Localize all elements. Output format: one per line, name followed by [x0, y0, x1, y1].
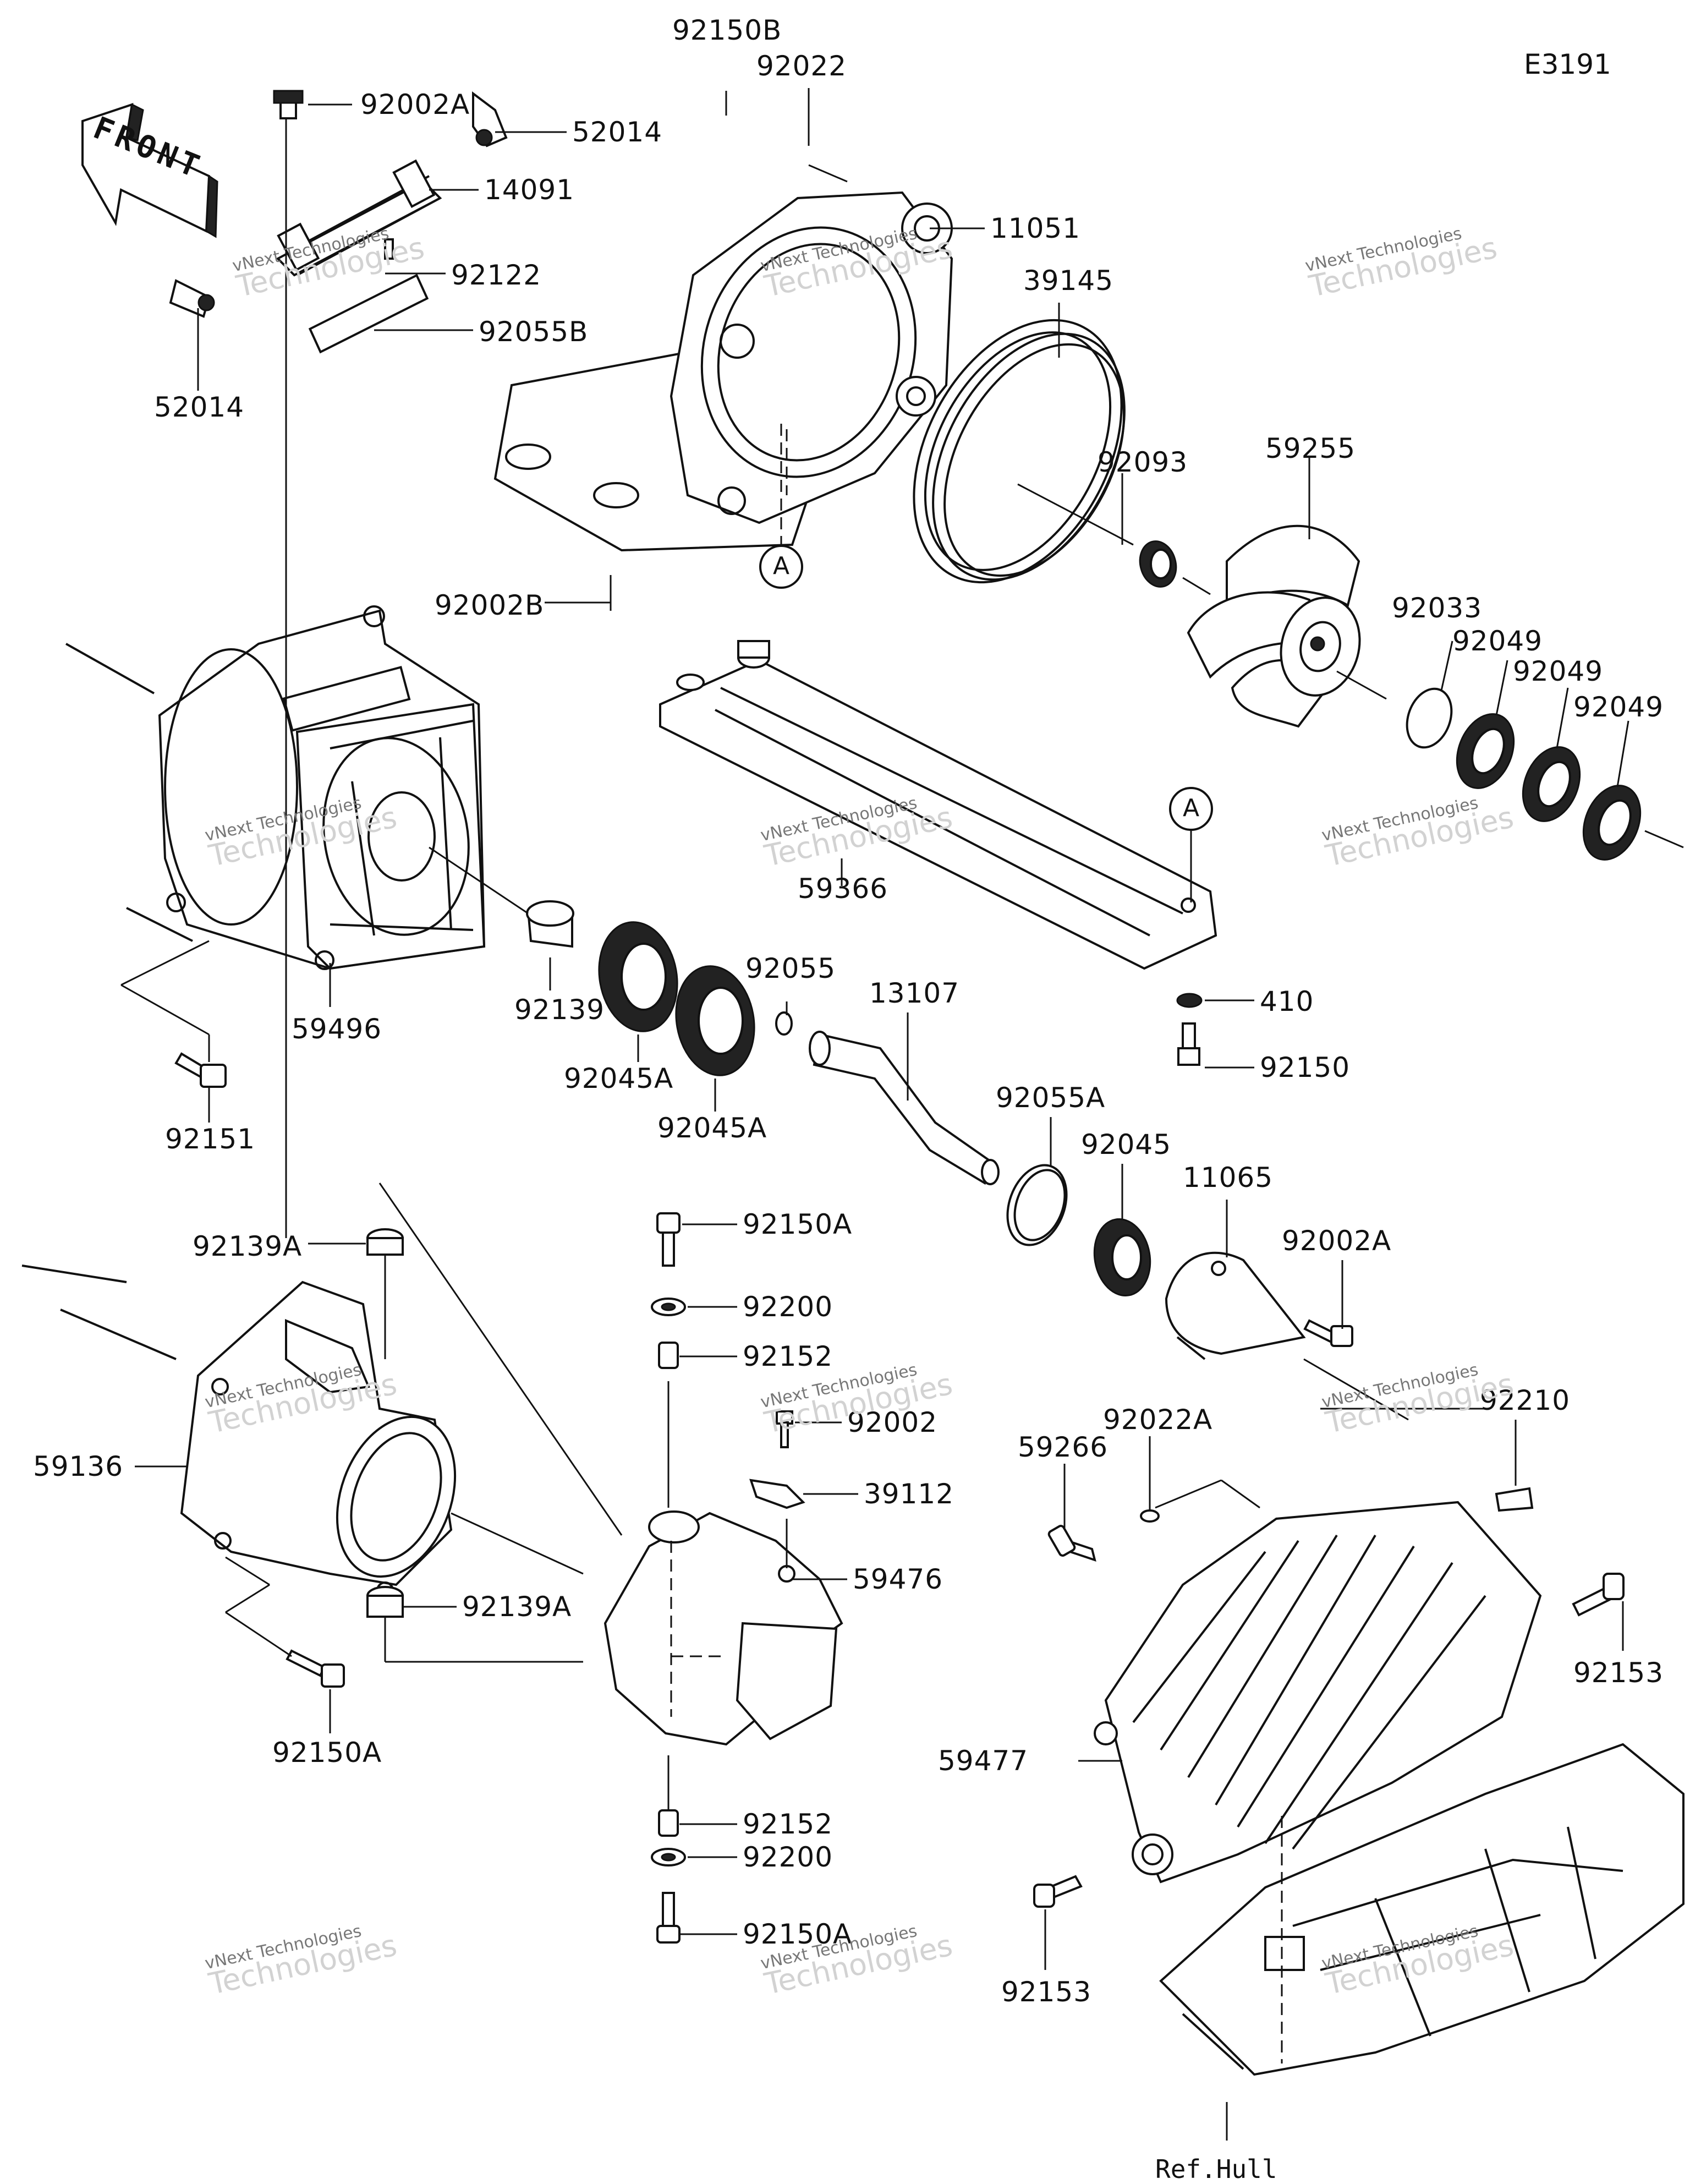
part-label: 92139A: [193, 1230, 303, 1262]
seal-92093: [1139, 540, 1177, 588]
part-label: 92210: [1480, 1384, 1571, 1416]
part-label: 13107: [869, 977, 960, 1009]
part-label: 92093: [1098, 446, 1188, 478]
bearings-92045A: [598, 921, 755, 1076]
part-label: 92150A: [743, 1918, 853, 1950]
bolt-92150A-left: [286, 1649, 345, 1688]
part-label: 39112: [864, 1478, 954, 1510]
part-label: 92200: [743, 1291, 833, 1323]
part-label: 92153: [1573, 1657, 1664, 1689]
circlip-92033: [1406, 687, 1453, 749]
part-label: 92152: [743, 1340, 833, 1372]
part-label: 92002B: [435, 589, 545, 621]
bucket-fasteners: [1033, 1487, 1625, 1908]
part-label: 14091: [484, 174, 575, 206]
callout-marker-a-top: A: [773, 552, 791, 580]
leader-lines: [120, 88, 1684, 2141]
impeller-59255: [1187, 524, 1361, 728]
part-label: 92049: [1573, 691, 1664, 723]
part-label: 39145: [1023, 265, 1114, 297]
front-arrow: [81, 103, 218, 238]
part-label: 92045: [1081, 1129, 1172, 1161]
o-ring-92055A: [1006, 1164, 1068, 1246]
part-label: 92022: [756, 50, 847, 82]
bypass-tube-assembly: [169, 90, 508, 354]
part-label: 11065: [1183, 1162, 1274, 1194]
cone-11065: [1165, 1251, 1306, 1360]
part-label: 92002A: [1282, 1225, 1392, 1257]
part-label: 11051: [990, 212, 1081, 244]
pump-case-11051: [493, 191, 953, 552]
nozzle-59136: [21, 1265, 457, 1599]
steering-nozzle-59476: [603, 1510, 843, 1746]
part-label: 59496: [292, 1013, 382, 1045]
part-label: 92049: [1452, 625, 1543, 657]
center-fasteners: [651, 1212, 805, 1944]
part-label: 92153: [1001, 1976, 1092, 2008]
part-label: 92055A: [996, 1082, 1106, 1114]
part-label: 92122: [451, 259, 542, 291]
part-label: 92002A: [360, 89, 470, 121]
part-label: 92151: [165, 1123, 256, 1155]
part-label: 59477: [938, 1745, 1029, 1777]
callout-markers: [759, 424, 1213, 842]
callout-marker-a-right: A: [1183, 794, 1200, 822]
ref-hull-label: Ref.Hull: [1155, 2154, 1277, 2184]
pump-cover-59477: [1094, 1501, 1542, 1884]
figure-code: E3191: [1524, 48, 1611, 80]
part-label: 92200: [743, 1841, 833, 1873]
part-label: 59366: [798, 873, 888, 905]
part-label: 52014: [572, 116, 663, 148]
part-label: 92150A: [743, 1208, 853, 1240]
part-label: 92139A: [462, 1591, 572, 1623]
bolt-92002A-cone: [1303, 1319, 1353, 1347]
part-label: 59266: [1018, 1431, 1109, 1463]
part-label: 92150A: [272, 1737, 382, 1769]
oil-seals-92049: [1456, 713, 1642, 861]
shaft-13107: [809, 1031, 1000, 1185]
bolt-92151: [174, 1052, 227, 1088]
part-label: 92045A: [564, 1063, 674, 1094]
part-label: 59136: [33, 1450, 124, 1482]
bushings-92139A: [366, 1228, 404, 1618]
part-label: 59255: [1265, 433, 1356, 464]
part-label: 92033: [1392, 592, 1483, 624]
part-label: 92049: [1513, 655, 1604, 687]
bushing-92139: [526, 900, 574, 948]
part-label: 92150B: [672, 14, 782, 46]
pump-housing-59496: [65, 605, 486, 970]
part-label: 410: [1260, 986, 1314, 1017]
bolt-92150: [1177, 1022, 1200, 1066]
part-label: 52014: [154, 391, 245, 423]
bearing-92045: [1093, 1218, 1151, 1296]
part-label: 92152: [743, 1808, 833, 1840]
part-label: 92139: [514, 994, 605, 1026]
part-label: 92055B: [479, 316, 589, 348]
part-label: 92150: [1260, 1052, 1351, 1083]
liner-ring-39145: [913, 319, 1126, 584]
part-label: 92002: [847, 1406, 938, 1438]
washer-410: [1176, 993, 1203, 1008]
part-label: 92055: [745, 953, 836, 984]
o-ring-92055: [775, 1011, 793, 1036]
part-label: 92045A: [657, 1112, 767, 1144]
pump-cover-59366: [659, 640, 1217, 970]
part-label: 59476: [853, 1563, 943, 1595]
part-label: 92022A: [1103, 1404, 1213, 1436]
hull-ref: [1159, 1743, 1684, 2076]
